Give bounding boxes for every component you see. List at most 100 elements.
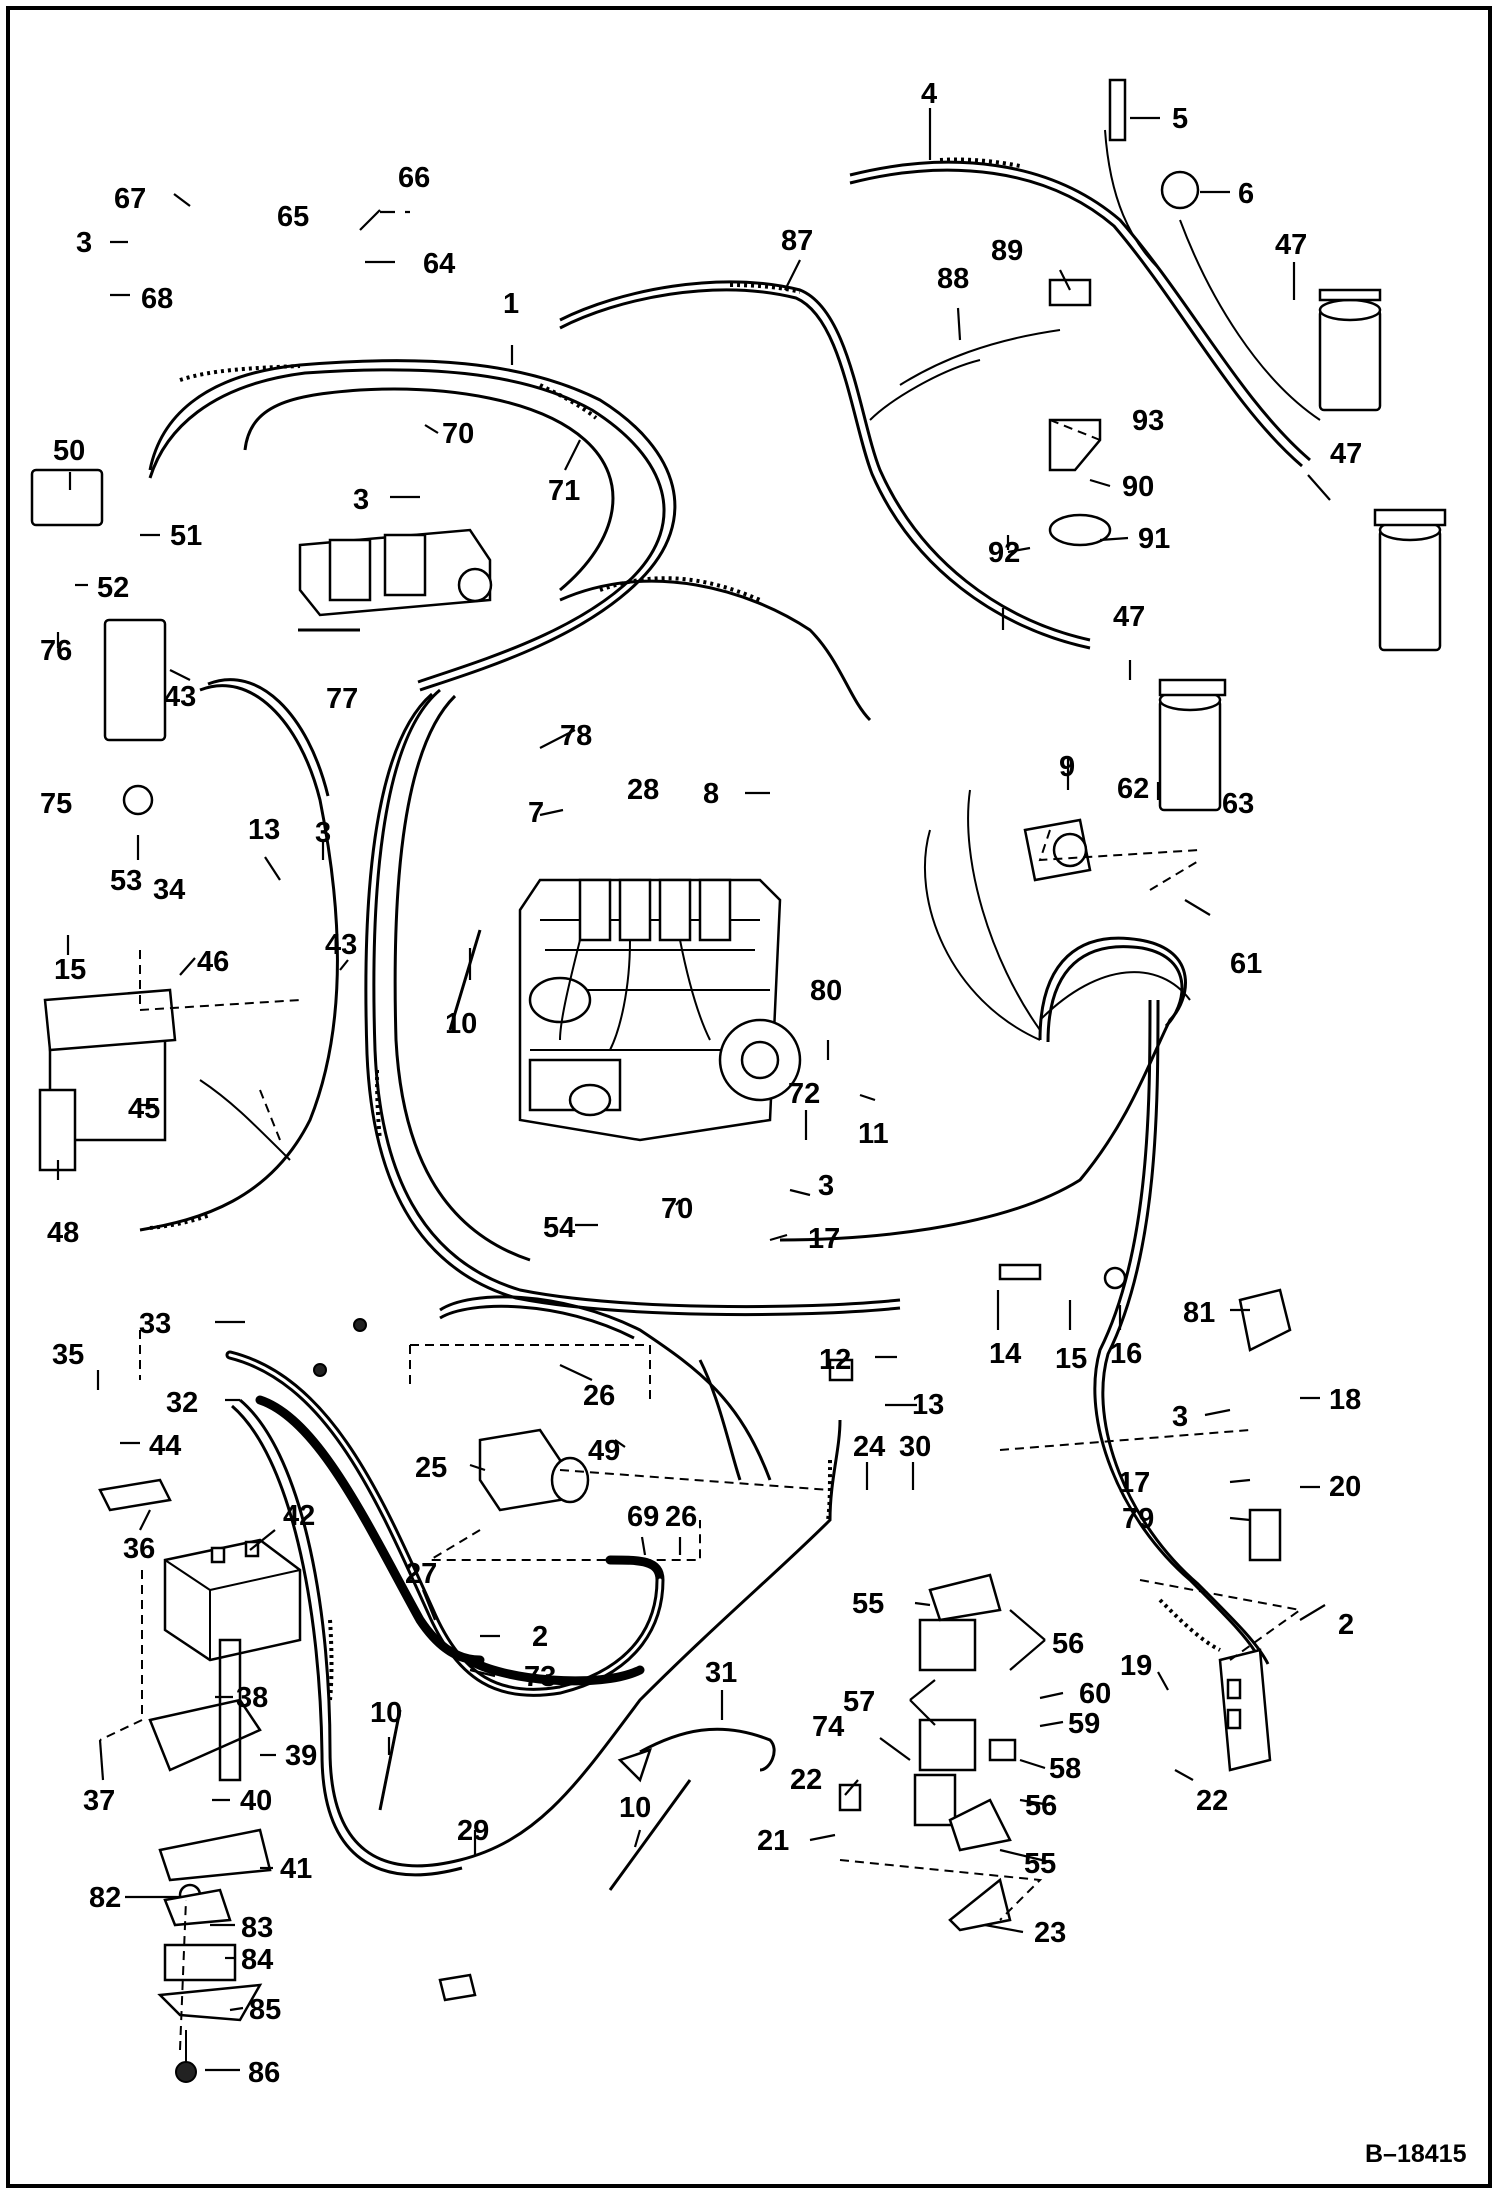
callout-47-b: 47 (1330, 438, 1362, 470)
callout-33: 33 (139, 1308, 171, 1340)
callout-6: 6 (1238, 178, 1254, 210)
callout-38: 38 (236, 1682, 268, 1714)
callout-82: 82 (89, 1882, 121, 1914)
callout-40: 40 (240, 1785, 272, 1817)
callout-57: 57 (843, 1686, 875, 1718)
leader-lines (56, 108, 1331, 2072)
harness-4 (849, 129, 1321, 468)
callout-64: 64 (423, 248, 455, 280)
callout-52: 52 (97, 572, 129, 604)
callout-60: 60 (1079, 1678, 1111, 1710)
callout-7: 7 (528, 797, 544, 829)
callout-58: 58 (1049, 1753, 1081, 1785)
callout-2-a: 2 (532, 1621, 548, 1653)
callout-17-a: 17 (808, 1223, 840, 1255)
callout-66: 66 (398, 162, 430, 194)
callout-71: 71 (548, 475, 580, 507)
callout-20: 20 (1329, 1471, 1361, 1503)
callout-43-b: 43 (325, 929, 357, 961)
callout-87: 87 (781, 225, 813, 257)
callout-13-a: 13 (248, 814, 280, 846)
callout-39: 39 (285, 1740, 317, 1772)
callout-31: 31 (705, 1657, 737, 1689)
callout-3-e: 3 (1172, 1401, 1188, 1433)
callout-78: 78 (560, 720, 592, 752)
fuel-filter-mid (1373, 508, 1447, 652)
callout-51: 51 (170, 520, 202, 552)
callout-42: 42 (283, 1500, 315, 1532)
callout-24: 24 (853, 1431, 885, 1463)
callout-22-a: 22 (790, 1764, 822, 1796)
fuse-panel (1218, 1648, 1272, 1772)
callout-67: 67 (114, 183, 146, 215)
callout-76: 76 (40, 635, 72, 667)
callout-48: 48 (47, 1217, 79, 1249)
callout-26-a: 26 (583, 1380, 615, 1412)
callout-70-a: 70 (442, 418, 474, 450)
callout-46: 46 (197, 946, 229, 978)
callout-49: 49 (588, 1435, 620, 1467)
battery-42 (163, 1538, 302, 1662)
harness-starter (439, 1295, 772, 1481)
callout-2-b: 2 (1338, 1609, 1354, 1641)
assembly-lines (99, 419, 1303, 2051)
callout-72: 72 (788, 1078, 820, 1110)
callout-41: 41 (280, 1853, 312, 1885)
callout-10-b: 10 (370, 1697, 402, 1729)
callout-63: 63 (1222, 788, 1254, 820)
callout-86: 86 (248, 2057, 280, 2089)
callout-27: 27 (405, 1558, 437, 1590)
harness-right (779, 789, 1270, 1665)
callout-77: 77 (326, 683, 358, 715)
harness-87 (559, 280, 1091, 650)
callout-73: 73 (524, 1661, 556, 1693)
callouts: 4 5 6 67 66 65 64 3 68 87 89 47 1 88 50 … (40, 78, 1362, 2089)
callout-59: 59 (1068, 1708, 1100, 1740)
callout-90: 90 (1122, 471, 1154, 503)
callout-10-a: 10 (445, 1008, 477, 1040)
callout-88: 88 (937, 263, 969, 295)
callout-81: 81 (1183, 1297, 1215, 1329)
callout-89: 89 (991, 235, 1023, 267)
callout-15-b: 15 (1055, 1343, 1087, 1375)
callout-28: 28 (627, 774, 659, 806)
callout-47-c: 47 (1113, 601, 1145, 633)
figure-id: B–18415 (1365, 2140, 1467, 2168)
callout-74: 74 (812, 1711, 844, 1743)
callout-14: 14 (989, 1338, 1021, 1370)
battery-cables (225, 1350, 665, 1697)
callout-44: 44 (149, 1430, 181, 1462)
callout-50: 50 (53, 435, 85, 467)
callout-55-b: 55 (1024, 1848, 1056, 1880)
callout-56-b: 56 (1025, 1790, 1057, 1822)
callout-61: 61 (1230, 948, 1262, 980)
callout-22-b: 22 (1196, 1785, 1228, 1817)
callout-53: 53 (110, 865, 142, 897)
callout-43-a: 43 (164, 681, 196, 713)
callout-34: 34 (153, 874, 185, 906)
callout-4: 4 (921, 78, 937, 110)
callout-8: 8 (703, 778, 719, 810)
callout-26-b: 26 (665, 1501, 697, 1533)
harness-engine-loop (364, 576, 901, 1317)
cable-ties (298, 628, 692, 1891)
harness-left (139, 678, 339, 1232)
callout-37: 37 (83, 1785, 115, 1817)
main-harness-1 (148, 359, 677, 692)
callout-15-a: 15 (54, 954, 86, 986)
callout-69: 69 (627, 1501, 659, 1533)
callout-16: 16 (1110, 1338, 1142, 1370)
callout-62: 62 (1117, 773, 1149, 805)
callout-19: 19 (1120, 1650, 1152, 1682)
callout-93: 93 (1132, 405, 1164, 437)
callout-91: 91 (1138, 523, 1170, 555)
callout-30: 30 (899, 1431, 931, 1463)
callout-17-b: 17 (1118, 1467, 1150, 1499)
small-parts (30, 78, 1292, 2002)
callout-9: 9 (1059, 751, 1075, 783)
callout-32: 32 (166, 1387, 198, 1419)
callout-54: 54 (543, 1212, 575, 1244)
callout-11: 11 (858, 1118, 889, 1150)
callout-79: 79 (1122, 1503, 1154, 1535)
